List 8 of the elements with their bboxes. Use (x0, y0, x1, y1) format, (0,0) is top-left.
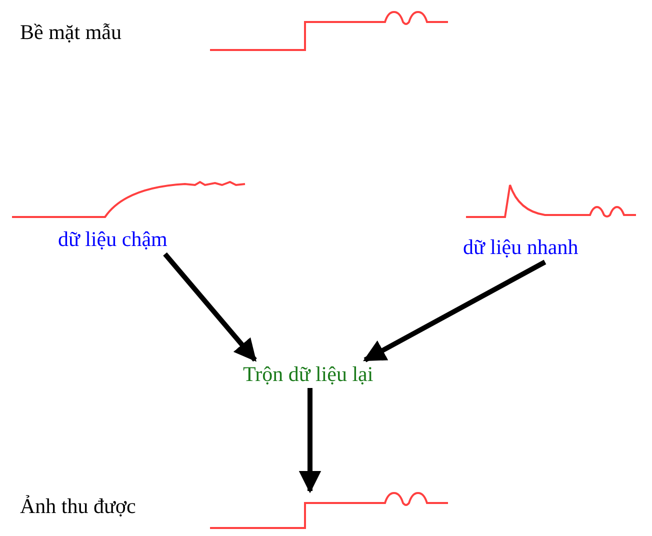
node-label: dữ liệu nhanh (463, 235, 578, 259)
arrow (363, 260, 546, 362)
arrow (163, 252, 257, 362)
node-label: Bề mặt mẫu (20, 20, 122, 44)
node-label: Trộn dữ liệu lại (243, 362, 374, 386)
node-label: Ảnh thu được (20, 494, 136, 518)
node-label: dữ liệu chậm (58, 227, 168, 251)
arrow (298, 388, 322, 494)
